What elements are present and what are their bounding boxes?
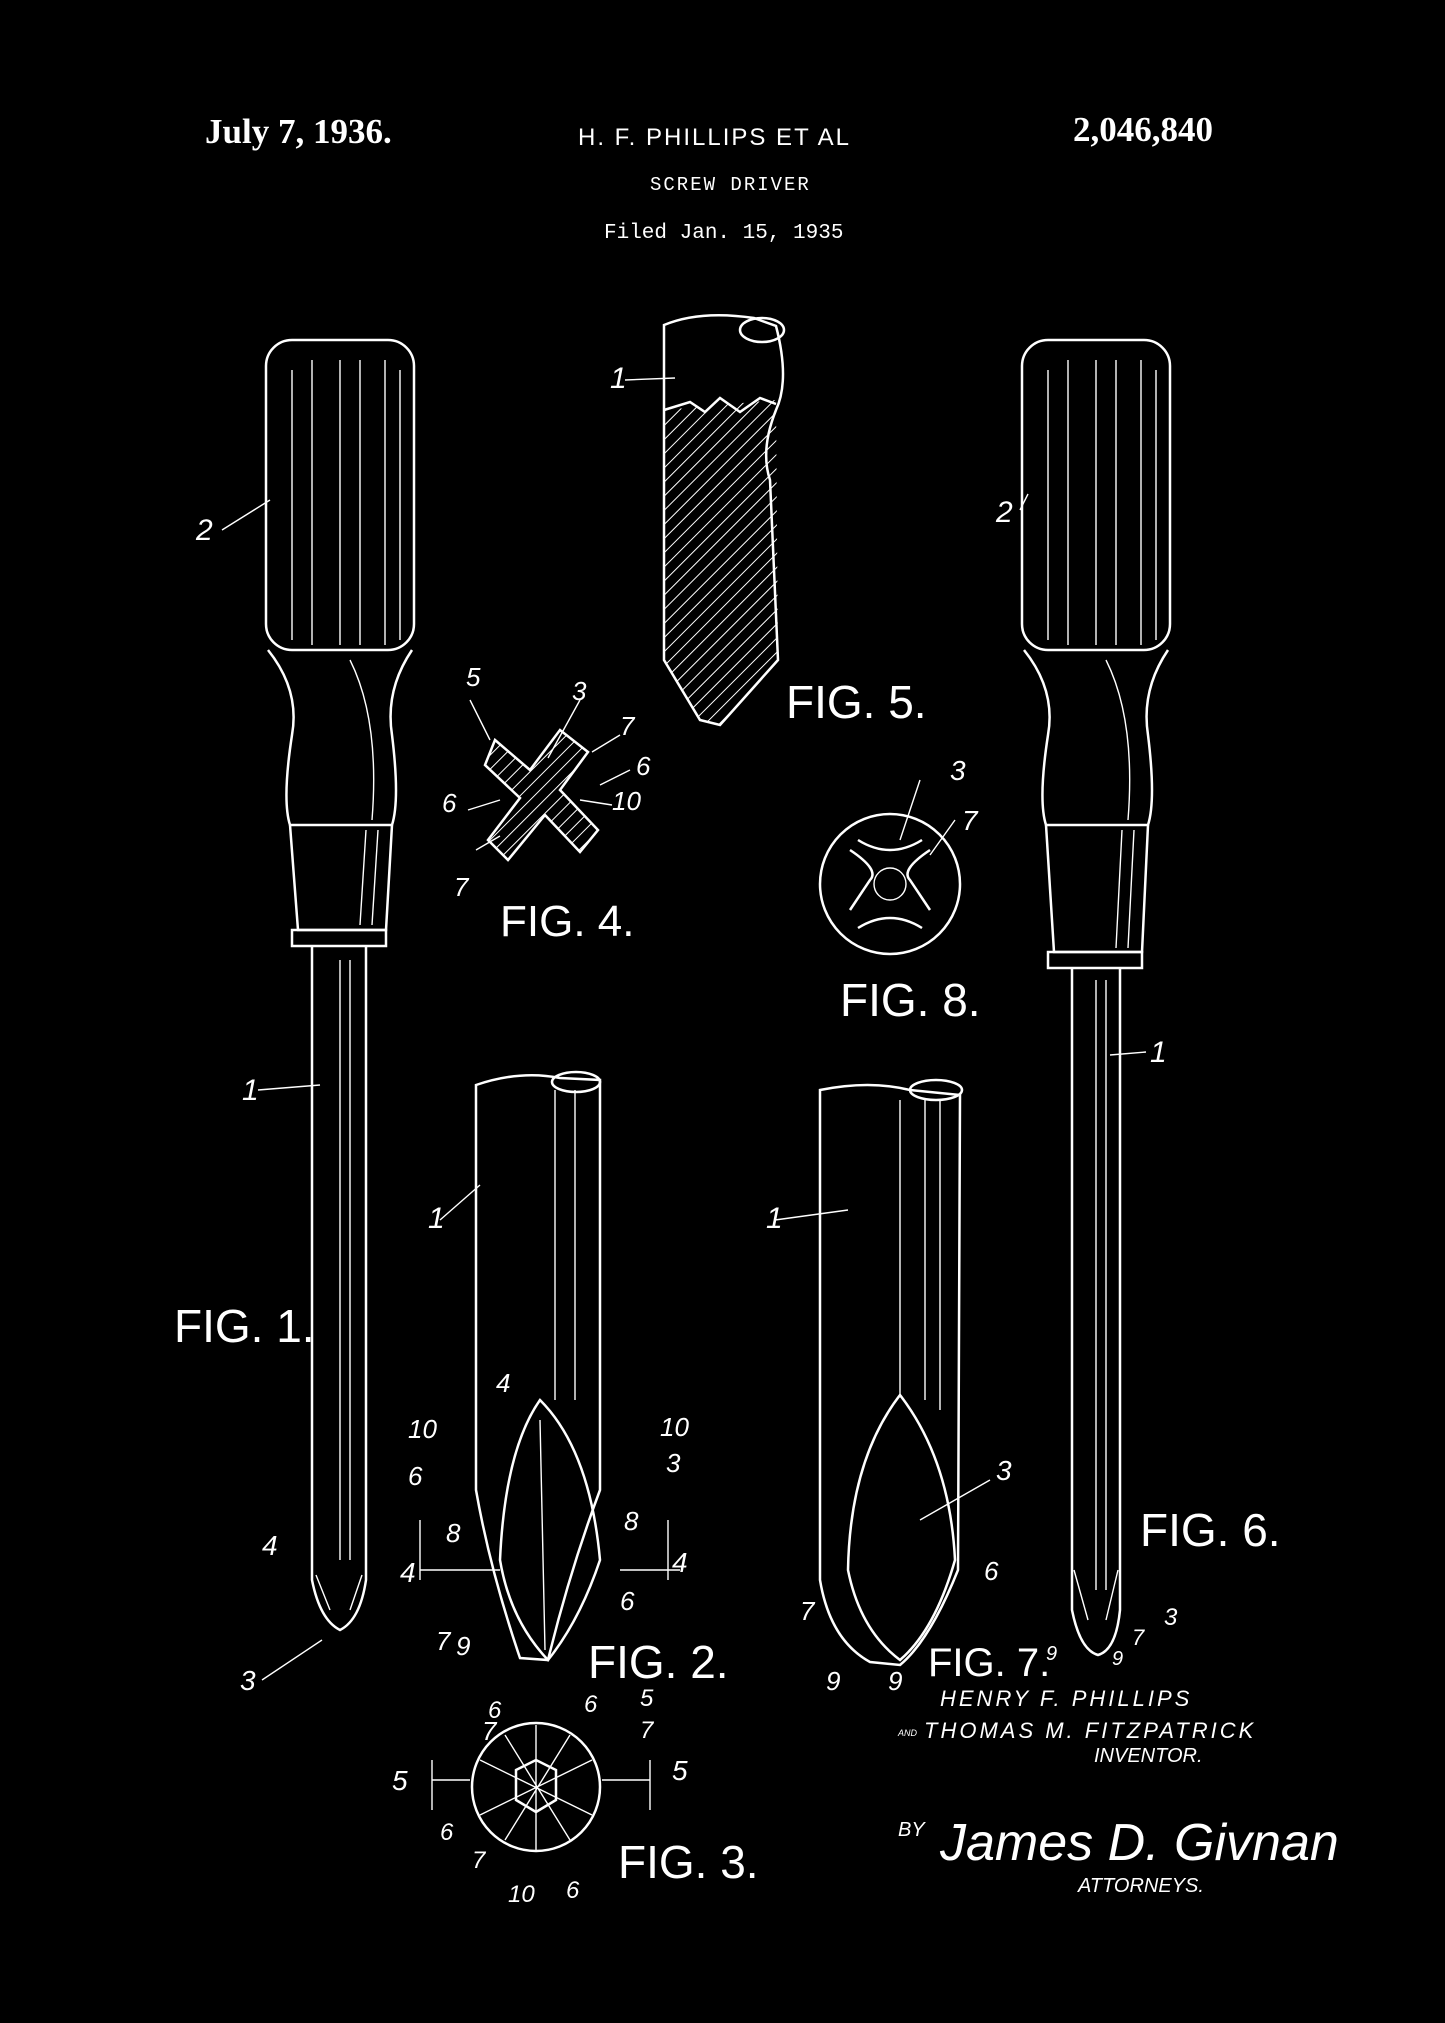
fig2-tip [419, 1070, 680, 1662]
ref-6a-fig2: 6 [408, 1461, 423, 1491]
fig2-caption: FIG. 2. [588, 1636, 729, 1688]
ref-1-fig2: 1 [428, 1202, 445, 1235]
fig6-screwdriver [1020, 338, 1172, 1657]
ref-1-left: 1 [242, 1074, 259, 1107]
ref-7-fig3: 7 [482, 1716, 498, 1746]
inventor-name-1: HENRY F. PHILLIPS [940, 1686, 1192, 1711]
fig1-caption: FIG. 1. [174, 1300, 315, 1352]
ref-1-right: 1 [1150, 1036, 1167, 1069]
fig4-cross-section [467, 699, 631, 862]
figure-captions: FIG. 1. FIG. 2. FIG. 3. FIG. 4. FIG. 5. … [174, 676, 1281, 1888]
ref-2-left: 2 [195, 514, 213, 547]
ref-10a-fig2: 10 [408, 1414, 437, 1444]
ref-4a-fig2: 4 [400, 1557, 416, 1588]
ref-2-right: 2 [995, 496, 1013, 529]
inventor-name-2: THOMAS M. FITZPATRICK [924, 1718, 1256, 1743]
ref-10b-fig2: 10 [660, 1412, 689, 1442]
ref-5b-fig3: 5 [392, 1765, 408, 1796]
ref-9-fig2: 9 [456, 1631, 470, 1661]
ref-6b-fig4: 6 [442, 788, 457, 818]
ref-7b-fig3: 7 [640, 1717, 655, 1744]
by-label: BY [898, 1819, 926, 1841]
ref-6b-fig3: 6 [584, 1691, 598, 1718]
ref-6a-fig3: 6 [488, 1697, 502, 1724]
ref-4b-fig2: 4 [672, 1547, 688, 1578]
ref-8b-fig2: 8 [624, 1506, 639, 1536]
ref-7-fig7: 7 [800, 1596, 816, 1626]
ref-5-fig4: 5 [466, 662, 481, 692]
fig4-caption: FIG. 4. [500, 897, 634, 946]
fig7-caption: FIG. 7. [928, 1641, 1050, 1685]
ref-9b-fig6: 9 [1112, 1648, 1123, 1670]
ref-1-fig5: 1 [610, 362, 627, 395]
fig7-tip [774, 1078, 991, 1667]
fig3-caption: FIG. 3. [618, 1836, 759, 1888]
fig8-caption: FIG. 8. [840, 974, 981, 1026]
ref-7-fig6: 7 [1132, 1625, 1145, 1650]
ref-6c-fig3: 6 [440, 1819, 454, 1846]
ref-7b-fig4: 7 [454, 872, 470, 902]
ref-5a-fig3: 5 [640, 1685, 654, 1712]
ref-10-fig3: 10 [508, 1881, 535, 1908]
ref-5c-fig3: 5 [672, 1755, 688, 1786]
attorney-signature: James D. Givnan [939, 1814, 1339, 1872]
ref-6-fig7: 6 [984, 1556, 999, 1586]
ref-6d-fig3: 6 [566, 1877, 580, 1904]
ref-6b-fig2: 6 [620, 1586, 635, 1616]
ref-8a-fig2: 8 [446, 1518, 461, 1548]
signature-block: HENRY F. PHILLIPS AND THOMAS M. FITZPATR… [897, 1686, 1339, 1897]
ref-3-fig7: 3 [996, 1455, 1012, 1486]
ref-9b-fig7: 9 [888, 1666, 902, 1696]
ref-1-fig7: 1 [766, 1202, 783, 1235]
fig8-end-view [818, 779, 962, 956]
ref-4-left: 4 [262, 1530, 278, 1561]
ref-7-fig8: 7 [962, 805, 979, 836]
fig3-end-view [431, 1721, 651, 1853]
ref-3-fig6: 3 [1164, 1604, 1178, 1631]
filed-date: Filed Jan. 15, 1935 [604, 222, 844, 245]
fig1-screwdriver [264, 338, 416, 1632]
patent-number: 2,046,840 [1073, 110, 1213, 149]
ref-7-fig2: 7 [436, 1626, 452, 1656]
patent-date: July 7, 1936. [205, 112, 392, 151]
fig6-caption: FIG. 6. [1140, 1504, 1281, 1556]
patent-title: SCREW DRIVER [650, 174, 811, 196]
fig5-caption: FIG. 5. [786, 676, 927, 728]
ref-3-fig8: 3 [950, 755, 966, 786]
ref-9a-fig6: 9 [1046, 1643, 1057, 1665]
ref-9a-fig7: 9 [826, 1666, 840, 1696]
ref-10-fig4: 10 [612, 786, 641, 816]
fig5-tip-section [662, 314, 786, 727]
inventors-header: H. F. PHILLIPS ET AL [578, 124, 851, 151]
ref-7-fig4: 7 [620, 711, 636, 741]
ref-4-fig2: 4 [496, 1368, 510, 1398]
ref-6-fig4: 6 [636, 751, 651, 781]
ref-3-left: 3 [240, 1665, 256, 1696]
ref-7c-fig3: 7 [472, 1847, 487, 1874]
and-mark: AND [897, 1728, 918, 1738]
reference-numerals: 2 1 4 3 1 5 3 7 6 10 6 7 3 7 2 1 1 4 10 … [195, 362, 1178, 1908]
inventor-label: INVENTOR. [1094, 1745, 1203, 1767]
ref-3-fig4: 3 [572, 676, 587, 706]
attorneys-label: ATTORNEYS. [1077, 1875, 1204, 1897]
ref-3-fig2: 3 [666, 1448, 681, 1478]
